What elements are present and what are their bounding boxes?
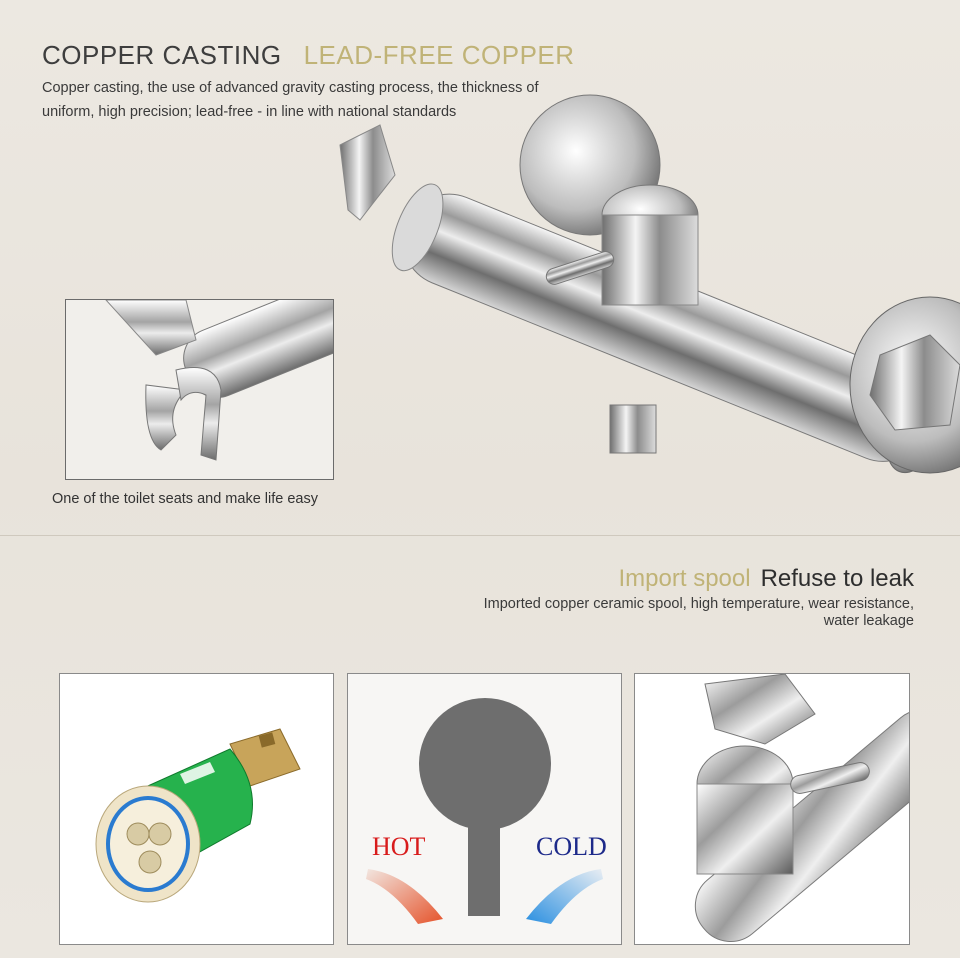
section-title-copper: COPPER CASTING LEAD-FREE COPPER bbox=[42, 40, 575, 71]
shower-holder-image bbox=[105, 300, 333, 461]
hot-cold-handle-image bbox=[366, 698, 603, 924]
cold-label: COLD bbox=[536, 832, 607, 861]
panel-handle-closeup bbox=[634, 673, 910, 945]
title-lead-free: LEAD-FREE COPPER bbox=[303, 40, 575, 70]
ceramic-cartridge-image bbox=[95, 728, 301, 903]
panel-ceramic-spool bbox=[59, 673, 334, 945]
panel-hot-cold: HOT COLD bbox=[347, 673, 622, 945]
title-refuse-leak: Refuse to leak bbox=[760, 565, 914, 592]
hot-label: HOT bbox=[372, 832, 426, 861]
faucet-main-image bbox=[339, 94, 960, 474]
title-copper-casting: COPPER CASTING bbox=[42, 40, 282, 70]
section-title-spool: Import spool Refuse to leak bbox=[619, 565, 914, 593]
inset-holder-image bbox=[65, 299, 334, 480]
copper-description: Copper casting, the use of advanced grav… bbox=[42, 80, 539, 120]
title-import-spool: Import spool bbox=[618, 565, 751, 592]
handle-closeup-image bbox=[694, 674, 909, 942]
inset-caption: One of the toilet seats and make life ea… bbox=[52, 491, 318, 507]
section-divider bbox=[0, 535, 960, 536]
spool-description: Imported copper ceramic spool, high temp… bbox=[483, 596, 914, 629]
